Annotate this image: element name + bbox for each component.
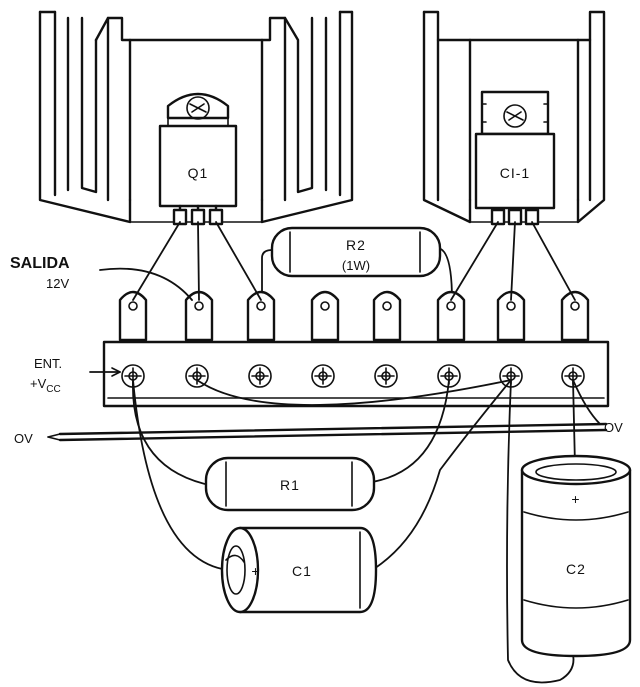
capacitor-c2: + C2 xyxy=(520,454,632,658)
salida-label: SALIDA xyxy=(10,255,70,272)
r2-label: R2 xyxy=(346,237,366,253)
salida-voltage-label: 12V xyxy=(46,276,69,291)
regulator-ci1: CI-1 xyxy=(474,90,556,226)
heatsink-ci1 xyxy=(422,10,606,224)
ent-label: ENT. xyxy=(34,356,62,371)
r1-label: R1 xyxy=(280,477,300,493)
mounting-screw-icon xyxy=(186,96,210,120)
c1-label: C1 xyxy=(292,563,312,579)
transistor-q1: Q1 xyxy=(158,92,238,226)
q1-label: Q1 xyxy=(188,165,209,181)
resistor-r1: R1 xyxy=(204,456,376,512)
c2-label: C2 xyxy=(566,561,586,577)
ci1-label: CI-1 xyxy=(500,165,530,181)
r2-rating-label: (1W) xyxy=(342,258,370,273)
vcc-prefix: +V xyxy=(30,376,47,391)
mounting-screw-icon xyxy=(503,104,527,128)
ov-left-label: OV xyxy=(14,431,33,446)
heatsink-q1 xyxy=(38,10,354,224)
solder-lugs xyxy=(118,290,590,342)
terminal-strip xyxy=(102,290,610,408)
vcc-label: +VCC xyxy=(30,376,61,395)
ov-right-label: OV xyxy=(604,420,623,435)
c1-polarity-label: + xyxy=(251,563,260,579)
vcc-subscript: CC xyxy=(46,384,60,395)
wiring xyxy=(47,221,608,684)
capacitor-c1: + C1 xyxy=(220,526,378,614)
c2-polarity-label: + xyxy=(571,491,580,507)
resistor-r2: R2 (1W) xyxy=(261,226,453,301)
